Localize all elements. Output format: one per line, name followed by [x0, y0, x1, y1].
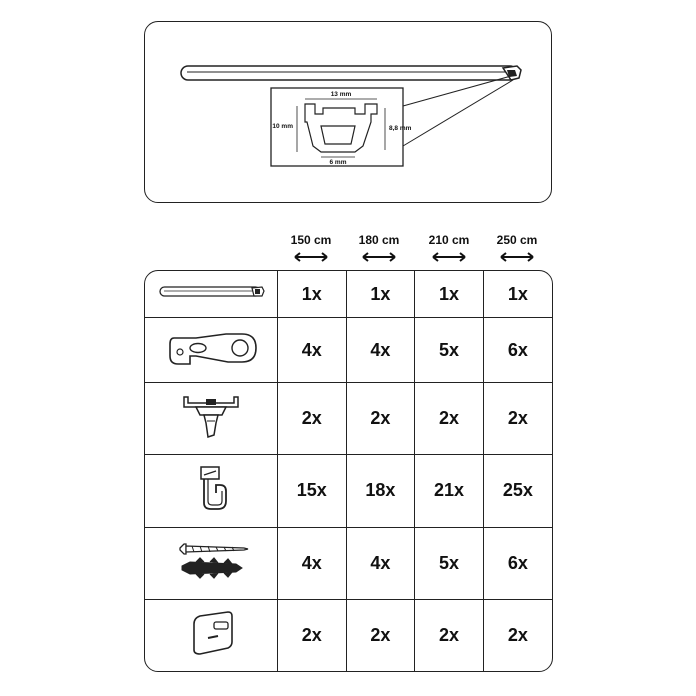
quantity-cell: 2x: [414, 598, 484, 671]
screw-and-dowel-icon: [179, 543, 249, 579]
table-row: 2x 2x 2x 2x: [145, 382, 552, 456]
quantity-cell: 2x: [414, 382, 484, 456]
length-header-1: 150 cm: [290, 233, 332, 247]
wall-bracket-icon: [169, 332, 257, 365]
quantity-cell: 25x: [482, 454, 552, 528]
quantity-cell: 6x: [482, 526, 552, 600]
quantity-cell: 4x: [277, 526, 347, 600]
table-row: 15x 18x 21x 25x: [145, 454, 552, 528]
dim-label-bottom: 6 mm: [330, 159, 347, 166]
double-arrow-icon: [500, 252, 534, 262]
part-cell: [145, 382, 278, 456]
zoom-line-bottom: [402, 79, 514, 147]
table-row: 4x 4x 5x 6x: [145, 526, 552, 600]
quantity-cell: 2x: [345, 382, 416, 456]
quantity-cell: 4x: [345, 317, 416, 384]
quantity-cell: 1x: [414, 271, 484, 319]
double-arrow-icon: [362, 252, 396, 262]
glider-hook-icon: [200, 466, 227, 511]
profile-cross-section-icon: [304, 103, 378, 153]
part-cell: [145, 598, 278, 671]
quantity-cell: 2x: [277, 382, 347, 456]
quantity-cell: 18x: [345, 454, 416, 528]
part-cell: [145, 317, 278, 384]
part-cell: [145, 454, 278, 528]
parts-quantity-table: 1x 1x 1x 1x 4x 4x 5x 6x: [144, 270, 553, 672]
table-row: 4x 4x 5x 6x: [145, 317, 552, 384]
quantity-cell: 15x: [277, 454, 347, 528]
quantity-cell: 1x: [482, 271, 552, 319]
rail-profile-diagram: 13 mm 10 mm 8,8 mm 6 mm: [180, 65, 522, 167]
length-header-4: 250 cm: [496, 233, 538, 247]
quantity-cell: 4x: [345, 526, 416, 600]
rail-overview-panel: 13 mm 10 mm 8,8 mm 6 mm: [144, 21, 552, 203]
quantity-cell: 1x: [345, 271, 416, 319]
length-header-3: 210 cm: [428, 233, 470, 247]
quantity-cell: 21x: [414, 454, 484, 528]
quantity-cell: 2x: [277, 598, 347, 671]
ceiling-clip-icon: [183, 396, 239, 439]
quantity-cell: 6x: [482, 317, 552, 384]
double-arrow-icon: [294, 252, 328, 262]
part-cell: [145, 526, 278, 600]
zoom-line-top: [402, 75, 512, 107]
rail-profile-icon: [159, 285, 265, 297]
quantity-cell: 4x: [277, 317, 347, 384]
length-header-2: 180 cm: [358, 233, 400, 247]
part-cell: [145, 271, 278, 319]
quantity-cell: 2x: [345, 598, 416, 671]
dim-label-top: 13 mm: [331, 91, 352, 98]
dim-label-left: 10 mm: [272, 123, 293, 130]
double-arrow-icon: [432, 252, 466, 262]
rail-bar-icon: [180, 65, 522, 81]
table-row: 1x 1x 1x 1x: [145, 271, 552, 319]
quantity-cell: 1x: [277, 271, 347, 319]
table-row: 2x 2x 2x 2x: [145, 598, 552, 671]
dim-label-right: 8,8 mm: [389, 125, 412, 132]
quantity-cell: 2x: [482, 598, 552, 671]
end-stop-icon: [193, 611, 233, 655]
quantity-cell: 5x: [414, 526, 484, 600]
quantity-cell: 5x: [414, 317, 484, 384]
quantity-cell: 2x: [482, 382, 552, 456]
